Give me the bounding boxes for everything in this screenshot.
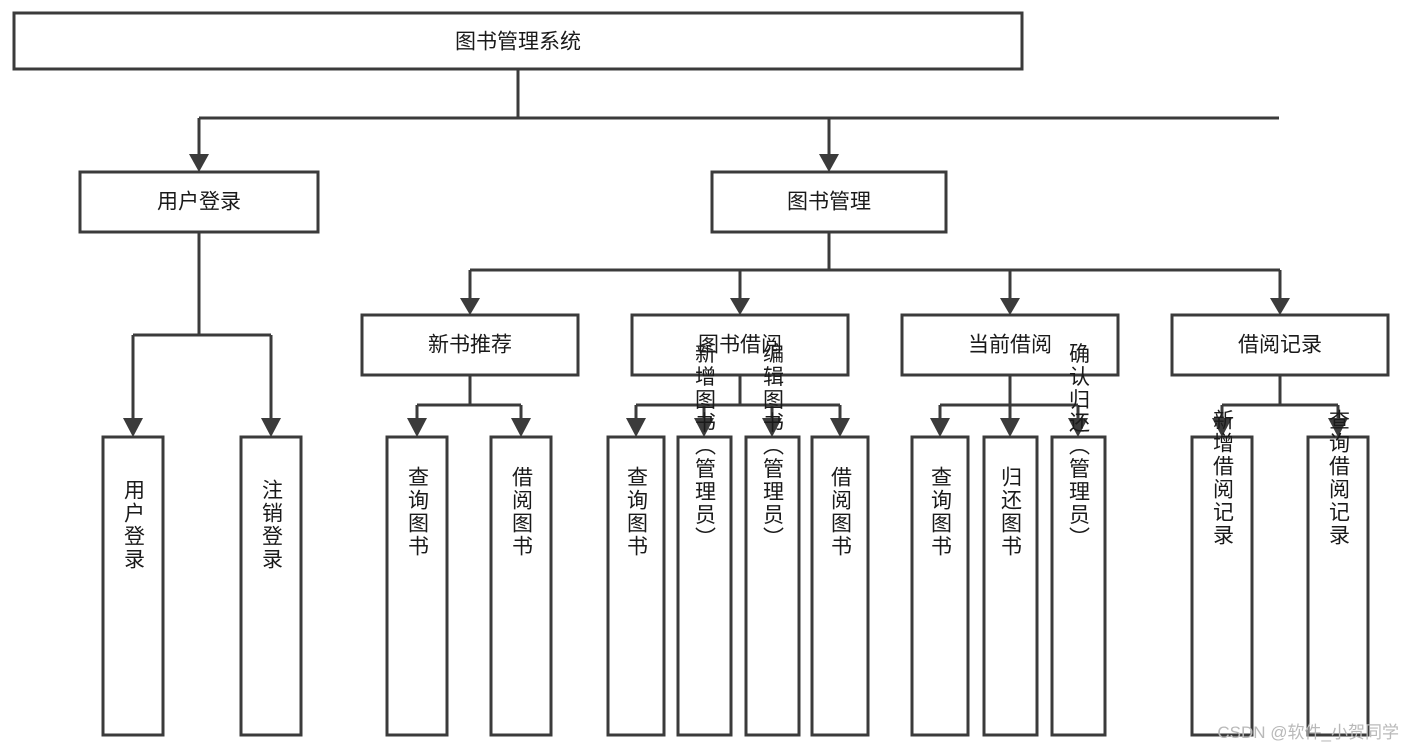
leaf-user-login-label: 用户登录 bbox=[122, 479, 146, 571]
leaf-query-book-1[interactable]: 查询图书 bbox=[385, 435, 449, 737]
node-current-borrow-box[interactable] bbox=[900, 313, 1120, 377]
node-borrow-record-box[interactable] bbox=[1170, 313, 1390, 377]
leaf-query-book-1-box[interactable] bbox=[385, 435, 449, 737]
leaf-add-record-label: 新增借阅记录 bbox=[1211, 409, 1235, 547]
node-book-manage-label: 图书管理 bbox=[787, 191, 871, 214]
leaf-confirm-return-box[interactable] bbox=[1050, 435, 1107, 737]
node-new-book-rec-label: 新书推荐 bbox=[428, 334, 512, 357]
node-book-manage[interactable]: 图书管理 bbox=[710, 170, 948, 234]
connector-group-new-book-rec bbox=[407, 375, 531, 437]
node-root-label: 图书管理系统 bbox=[455, 31, 581, 54]
leaf-confirm-return[interactable]: 确认归还（管理员） bbox=[1050, 343, 1107, 737]
leaf-edit-book-label: 编辑图书（管理员） bbox=[761, 343, 785, 550]
leaf-query-book-3[interactable]: 查询图书 bbox=[910, 435, 970, 737]
connector-group-borrow-record bbox=[1212, 375, 1348, 437]
leaf-query-record-box[interactable] bbox=[1306, 435, 1370, 737]
leaf-query-book-2-box[interactable] bbox=[606, 435, 666, 737]
node-new-book-rec[interactable]: 新书推荐 bbox=[360, 313, 580, 377]
leaf-add-record[interactable]: 新增借阅记录 bbox=[1190, 409, 1254, 737]
leaf-return-book-box[interactable] bbox=[982, 435, 1039, 737]
node-root[interactable]: 图书管理系统 bbox=[12, 11, 1024, 71]
connector-group-root bbox=[189, 69, 1279, 172]
leaf-query-book-3-box[interactable] bbox=[910, 435, 970, 737]
leaf-query-book-3-label: 查询图书 bbox=[929, 466, 953, 558]
connector-group-book-borrow bbox=[626, 375, 850, 437]
node-current-borrow-label: 当前借阅 bbox=[968, 334, 1052, 357]
leaf-user-logout[interactable]: 注销登录 bbox=[239, 435, 303, 737]
leaf-edit-book-box[interactable] bbox=[744, 435, 801, 737]
leaf-user-logout-box[interactable] bbox=[239, 435, 303, 737]
leaf-return-book-label: 归还图书 bbox=[999, 466, 1023, 558]
node-book-borrow[interactable]: 图书借阅 bbox=[630, 313, 850, 377]
leaf-add-book[interactable]: 新增图书（管理员） bbox=[676, 343, 733, 737]
node-user-login-box[interactable] bbox=[78, 170, 320, 234]
node-borrow-record[interactable]: 借阅记录 bbox=[1170, 313, 1390, 377]
node-root-box[interactable] bbox=[12, 11, 1024, 71]
node-current-borrow[interactable]: 当前借阅 bbox=[900, 313, 1120, 377]
leaf-query-book-2[interactable]: 查询图书 bbox=[606, 435, 666, 737]
leaf-query-record-label: 查询借阅记录 bbox=[1327, 409, 1351, 547]
leaf-borrow-book-2-box[interactable] bbox=[810, 435, 870, 737]
leaf-add-record-box[interactable] bbox=[1190, 435, 1254, 737]
leaf-user-login[interactable]: 用户登录 bbox=[101, 435, 165, 737]
leaf-query-book-2-label: 查询图书 bbox=[625, 466, 649, 558]
leaf-borrow-book-2-label: 借阅图书 bbox=[829, 466, 853, 558]
node-book-borrow-box[interactable] bbox=[630, 313, 850, 377]
leaf-add-book-box[interactable] bbox=[676, 435, 733, 737]
leaf-borrow-book-1-box[interactable] bbox=[489, 435, 553, 737]
leaf-user-logout-label: 注销登录 bbox=[260, 479, 284, 571]
node-user-login-label: 用户登录 bbox=[157, 191, 241, 214]
leaf-confirm-return-label: 确认归还（管理员） bbox=[1067, 343, 1091, 550]
leaf-borrow-book-2[interactable]: 借阅图书 bbox=[810, 435, 870, 737]
connector-group-current-borrow bbox=[930, 375, 1088, 437]
leaf-query-record[interactable]: 查询借阅记录 bbox=[1306, 409, 1370, 737]
leaf-borrow-book-1-label: 借阅图书 bbox=[510, 466, 534, 558]
node-user-login[interactable]: 用户登录 bbox=[78, 170, 320, 234]
node-book-borrow-label: 图书借阅 bbox=[698, 334, 782, 357]
leaf-return-book[interactable]: 归还图书 bbox=[982, 435, 1039, 737]
leaf-user-login-box[interactable] bbox=[101, 435, 165, 737]
connector-group-book-manage bbox=[460, 232, 1290, 315]
node-borrow-record-label: 借阅记录 bbox=[1238, 334, 1322, 357]
leaf-borrow-book-1[interactable]: 借阅图书 bbox=[489, 435, 553, 737]
leaf-edit-book[interactable]: 编辑图书（管理员） bbox=[744, 343, 801, 737]
connector-group-user-login bbox=[123, 232, 281, 437]
node-book-manage-box[interactable] bbox=[710, 170, 948, 234]
node-new-book-rec-box[interactable] bbox=[360, 313, 580, 377]
leaf-query-book-1-label: 查询图书 bbox=[406, 466, 430, 558]
leaf-add-book-label: 新增图书（管理员） bbox=[693, 343, 717, 550]
